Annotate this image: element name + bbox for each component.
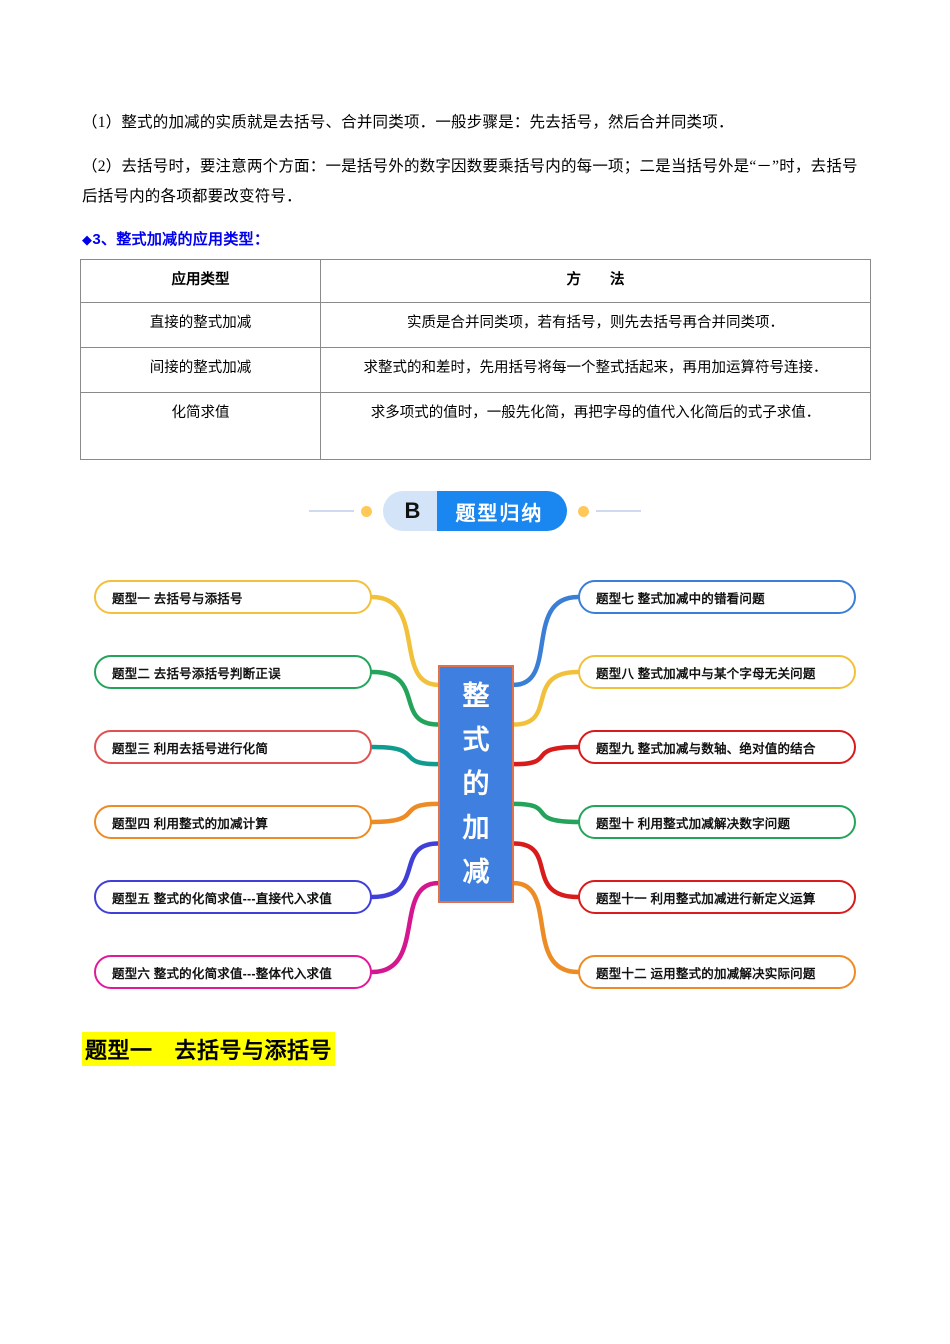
mindmap-node-right-4[interactable]: 题型十 利用整式加减解决数字问题 <box>578 805 856 839</box>
mindmap-node-left-1[interactable]: 题型一 去括号与添括号 <box>94 580 372 614</box>
table-header-method: 方 法 <box>320 259 871 303</box>
mindmap-node-right-2[interactable]: 题型八 整式加减中与某个字母无关问题 <box>578 655 856 689</box>
mindmap-node-left-3[interactable]: 题型三 利用去括号进行化简 <box>94 730 372 764</box>
center-char: 减 <box>462 857 490 887</box>
intro-paragraph-2: （2）去括号时，要注意两个方面：一是括号外的数字因数要乘括号内的每一项；二是当括… <box>82 158 858 205</box>
banner-letter: B <box>382 491 438 531</box>
node-label: 题型四 利用整式的加减计算 <box>112 816 269 831</box>
application-types-table: 应用类型 方 法 直接的整式加减 实质是合并同类项，若有括号，则先去括号再合并同… <box>80 259 871 460</box>
banner-pill: B 题型归纳 <box>382 491 568 531</box>
node-label: 题型十一 利用整式加减进行新定义运算 <box>596 891 816 906</box>
mindmap-node-left-6[interactable]: 题型六 整式的化简求值---整体代入求值 <box>94 955 372 989</box>
center-char: 加 <box>462 813 490 843</box>
mindmap-node-right-3[interactable]: 题型九 整式加减与数轴、绝对值的结合 <box>578 730 856 764</box>
bottom-heading-prefix: 题型一 <box>85 1038 153 1063</box>
banner-dot-left <box>360 505 372 517</box>
center-char: 整 <box>462 681 490 711</box>
banner-dot-right <box>578 505 590 517</box>
center-char: 式 <box>462 725 490 755</box>
banner-line-left <box>308 510 354 512</box>
table-cell-type: 直接的整式加减 <box>80 302 321 348</box>
mindmap-node-right-6[interactable]: 题型十二 运用整式的加减解决实际问题 <box>578 955 856 989</box>
diamond-bullet-icon: ◆ <box>82 232 93 247</box>
table-cell-method: 求整式的和差时，先用括号将每一个整式括起来，再用加运算符号连接． <box>320 347 871 393</box>
banner-title: 题型归纳 <box>437 491 568 531</box>
table-cell-method: 实质是合并同类项，若有括号，则先去括号再合并同类项． <box>320 302 871 348</box>
mindmap-connectors <box>369 594 581 975</box>
table-header-type: 应用类型 <box>80 259 321 303</box>
node-label: 题型一 去括号与添括号 <box>112 591 243 606</box>
section-heading-text: 3、整式加减的应用类型： <box>92 231 270 248</box>
table-cell-type: 间接的整式加减 <box>80 347 321 393</box>
mindmap-center-node: 整 式 的 加 减 <box>438 665 514 903</box>
intro-paragraph-1: （1）整式的加减的实质就是去括号、合并同类项．一般步骤是：先去括号，然后合并同类… <box>82 114 734 131</box>
node-label: 题型三 利用去括号进行化简 <box>112 741 269 756</box>
node-label: 题型七 整式加减中的错看问题 <box>596 591 765 606</box>
node-label: 题型六 整式的化简求值---整体代入求值 <box>112 966 332 981</box>
mindmap-node-right-1[interactable]: 题型七 整式加减中的错看问题 <box>578 580 856 614</box>
section-heading: ◆3、整式加减的应用类型： <box>82 228 269 249</box>
mindmap-node-left-2[interactable]: 题型二 去括号添括号判断正误 <box>94 655 372 689</box>
center-char: 的 <box>462 769 490 799</box>
intro-paragraphs: （1）整式的加减的实质就是去括号、合并同类项．一般步骤是：先去括号，然后合并同类… <box>82 108 872 226</box>
mindmap: 整 式 的 加 减 题型一 去括号与添括号 题型二 去括号添括号判断正误 题型三… <box>0 555 950 1015</box>
node-label: 题型二 去括号添括号判断正误 <box>112 666 281 681</box>
node-label: 题型十二 运用整式的加减解决实际问题 <box>596 966 816 981</box>
table-row: 化简求值 求多项式的值时，一般先化简，再把字母的值代入化简后的式子求值． <box>80 392 871 460</box>
table-row: 间接的整式加减 求整式的和差时，先用括号将每一个整式括起来，再用加运算符号连接． <box>80 347 871 393</box>
bottom-heading: 题型一去括号与添括号 <box>82 1032 336 1066</box>
section-banner: B 题型归纳 <box>0 489 950 533</box>
table-header-row: 应用类型 方 法 <box>80 259 871 303</box>
table-cell-type: 化简求值 <box>80 392 321 460</box>
mindmap-node-left-4[interactable]: 题型四 利用整式的加减计算 <box>94 805 372 839</box>
bottom-heading-title: 去括号与添括号 <box>174 1038 333 1063</box>
node-label: 题型八 整式加减中与某个字母无关问题 <box>596 666 816 681</box>
node-label: 题型十 利用整式加减解决数字问题 <box>596 816 791 831</box>
mindmap-node-right-5[interactable]: 题型十一 利用整式加减进行新定义运算 <box>578 880 856 914</box>
table-cell-method: 求多项式的值时，一般先化简，再把字母的值代入化简后的式子求值． <box>320 392 871 460</box>
mindmap-node-left-5[interactable]: 题型五 整式的化简求值---直接代入求值 <box>94 880 372 914</box>
node-label: 题型五 整式的化简求值---直接代入求值 <box>112 891 332 906</box>
table-row: 直接的整式加减 实质是合并同类项，若有括号，则先去括号再合并同类项． <box>80 302 871 348</box>
node-label: 题型九 整式加减与数轴、绝对值的结合 <box>596 741 816 756</box>
banner-line-right <box>596 510 642 512</box>
